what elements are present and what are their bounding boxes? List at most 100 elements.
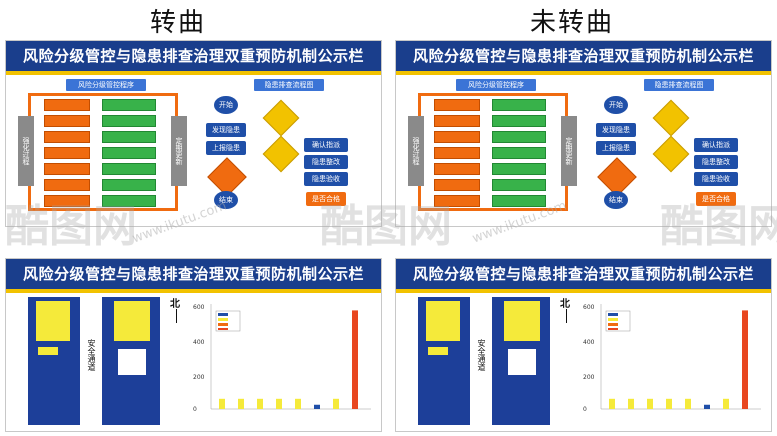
legend-swatch xyxy=(608,318,618,321)
banner-stripe xyxy=(6,289,381,293)
legend-swatch xyxy=(608,328,618,330)
board-banner: 风险分级管控与隐患排查治理双重预防机制公示栏 xyxy=(6,259,381,289)
procedure-detail xyxy=(492,115,546,127)
flow-decision-yellow xyxy=(262,99,300,137)
chart-bar xyxy=(219,398,225,409)
flow-start: 开始 xyxy=(604,96,628,114)
procedure-detail xyxy=(102,131,156,143)
legend-swatch xyxy=(218,318,228,321)
chart-bar xyxy=(333,398,339,409)
procedure-detail xyxy=(102,179,156,191)
equipment-area xyxy=(508,349,536,375)
procedure-step xyxy=(434,195,480,207)
procedure-step xyxy=(44,131,90,143)
procedure-step xyxy=(434,115,480,127)
chart-bar xyxy=(609,398,615,409)
procedure-detail xyxy=(492,163,546,175)
procedure-step xyxy=(44,147,90,159)
zone-a xyxy=(114,301,150,341)
board-banner: 风险分级管控与隐患排查治理双重预防机制公示栏 xyxy=(396,259,771,289)
chart-bar xyxy=(666,398,672,409)
legend-swatch xyxy=(608,313,618,316)
flow-rectify: 隐患整改 xyxy=(304,155,348,169)
risk-chart: 600 400 200 0 xyxy=(193,304,371,413)
y-tick: 0 xyxy=(583,406,587,413)
risk-chart: 600 400 200 0 xyxy=(583,304,761,413)
subtitle-hazard-flow: 隐患排查流程图 xyxy=(644,79,714,91)
chart-bar xyxy=(704,404,710,409)
legend-swatch xyxy=(608,323,618,326)
procedure-step xyxy=(434,163,480,175)
y-tick: 600 xyxy=(193,304,205,311)
side-label-right: 定期更新 xyxy=(561,116,577,186)
flow-start: 开始 xyxy=(214,96,238,114)
flow-end: 结束 xyxy=(604,191,628,209)
flow-discover: 发现隐患 xyxy=(206,123,246,137)
safety-aisle xyxy=(80,297,102,425)
y-tick: 400 xyxy=(583,339,595,346)
procedure-detail xyxy=(102,99,156,111)
banner-stripe xyxy=(396,289,771,293)
aisle-label: 安全通道 xyxy=(87,339,96,371)
legend-swatch xyxy=(218,323,228,326)
flow-decision-yellow xyxy=(262,135,300,173)
board-banner: 风险分级管控与隐患排查治理双重预防机制公示栏 xyxy=(396,41,771,71)
flow-qualified: 是否合格 xyxy=(696,192,736,206)
banner-stripe xyxy=(396,71,771,75)
procedure-detail xyxy=(102,195,156,207)
right-column-title: 未转曲 xyxy=(530,8,615,38)
flow-report: 上报隐患 xyxy=(596,141,636,155)
safety-aisle xyxy=(470,297,492,425)
procedure-step xyxy=(434,131,480,143)
north-indicator: 北 xyxy=(170,299,180,310)
zone-b xyxy=(36,301,70,341)
flow-qualified: 是否合格 xyxy=(306,192,346,206)
y-tick: 600 xyxy=(583,304,595,311)
zone-b xyxy=(426,301,460,341)
side-label-right: 定期更新 xyxy=(171,116,187,186)
subtitle-risk-procedure: 风险分级管控程序 xyxy=(66,79,146,91)
subtitle-hazard-flow: 隐患排查流程图 xyxy=(254,79,324,91)
chart-bar xyxy=(257,398,263,409)
zone-office xyxy=(38,347,58,355)
procedure-detail xyxy=(492,147,546,159)
flow-rectify: 隐患整改 xyxy=(694,155,738,169)
watermark-brand: 酷图网 xyxy=(660,201,777,252)
legend-swatch xyxy=(218,313,228,316)
watermark-brand: 酷图网 xyxy=(320,201,452,252)
legend-swatch xyxy=(218,328,228,330)
procedure-step xyxy=(44,195,90,207)
procedure-detail xyxy=(102,115,156,127)
chart-bar xyxy=(314,404,320,409)
procedure-step xyxy=(44,115,90,127)
flow-discover: 发现隐患 xyxy=(596,123,636,137)
side-label-left: 强化过程 xyxy=(408,116,424,186)
top-right-board: 风险分级管控与隐患排查治理双重预防机制公示栏 风险分级管控程序 隐患排查流程图 … xyxy=(395,40,772,227)
chart-bar xyxy=(238,398,244,409)
procedure-detail xyxy=(492,195,546,207)
chart-bar xyxy=(723,398,729,409)
flow-decision-yellow xyxy=(652,135,690,173)
y-tick: 200 xyxy=(193,374,205,381)
chart-bar xyxy=(647,398,653,409)
chart-bar xyxy=(352,310,358,409)
north-arrow-icon xyxy=(176,309,177,323)
procedure-detail xyxy=(492,99,546,111)
banner-stripe xyxy=(6,71,381,75)
watermark-brand: 酷图网 xyxy=(5,201,137,252)
procedure-detail xyxy=(492,179,546,191)
procedure-step xyxy=(44,99,90,111)
chart-bar xyxy=(742,310,748,409)
flow-accept: 隐患验收 xyxy=(304,172,348,186)
bottom-left-board: 风险分级管控与隐患排查治理双重预防机制公示栏 安全通道 北 600 400 20… xyxy=(5,258,382,432)
aisle-label: 安全通道 xyxy=(477,339,486,371)
procedure-step xyxy=(434,179,480,191)
procedure-detail xyxy=(102,163,156,175)
procedure-detail xyxy=(102,147,156,159)
flow-end: 结束 xyxy=(214,191,238,209)
flow-report: 上报隐患 xyxy=(206,141,246,155)
y-tick: 0 xyxy=(193,406,197,413)
procedure-detail xyxy=(492,131,546,143)
north-arrow-icon xyxy=(566,309,567,323)
left-column-title: 转曲 xyxy=(150,8,207,38)
